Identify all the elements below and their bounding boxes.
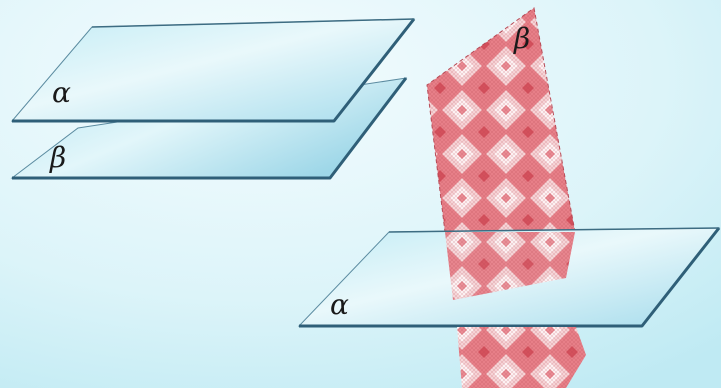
horizontal-plane-alpha: α xyxy=(297,227,721,328)
horizontal-plane-label: α xyxy=(330,288,349,321)
parallel-planes-group: β α xyxy=(10,18,416,180)
intersecting-planes-group: α β xyxy=(297,7,721,388)
vertical-plane-beta-lower xyxy=(457,327,586,388)
vertical-plane-beta-upper xyxy=(426,7,576,233)
vertical-plane-label: β xyxy=(513,22,530,55)
upper-plane-label: α xyxy=(52,76,71,109)
lower-plane-label: β xyxy=(49,141,66,174)
upper-plane-alpha: α xyxy=(10,18,416,123)
